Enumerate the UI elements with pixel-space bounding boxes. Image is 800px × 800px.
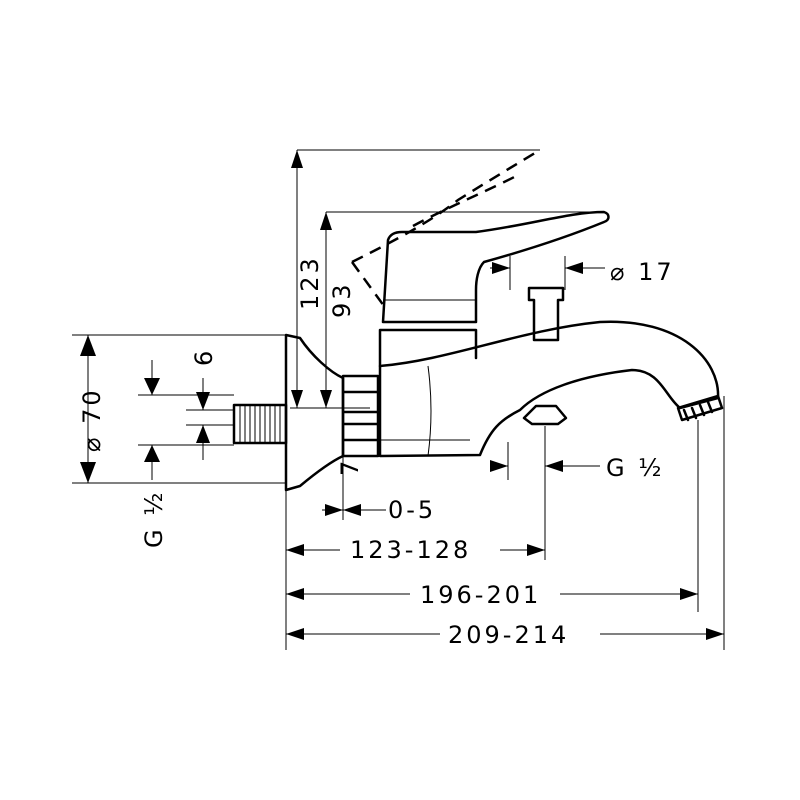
adjust-range-label: 0-5 (388, 496, 436, 524)
spout-distance-label: 196-201 (420, 581, 541, 609)
diverter-knob (527, 286, 565, 342)
thread-lines (239, 405, 281, 443)
outlet-thread-label: G ½ (606, 454, 665, 482)
faucet-body (232, 148, 724, 492)
valve-body (378, 328, 478, 368)
flange-diameter-label: ⌀ 70 (78, 387, 106, 452)
spout-outlet (676, 394, 724, 422)
inlet-thread-label: G ½ (140, 490, 168, 549)
handle-diameter-label: ⌀ 17 (610, 258, 675, 286)
hex-nut (341, 374, 380, 458)
dimension-labels: 123 93 ⌀ 17 6 ⌀ 70 G ½ 7 0-5 G ½ 123-128… (78, 255, 675, 649)
dimension-lines (72, 149, 725, 650)
handle-open-position (350, 148, 541, 307)
diverter-distance-label: 123-128 (350, 536, 471, 564)
wall-flange (284, 333, 345, 492)
height-max-label: 123 (296, 255, 324, 310)
lever-handle (381, 210, 610, 324)
thread-length-label: 6 (190, 348, 218, 366)
total-length-label: 209-214 (448, 621, 569, 649)
spout-seam (427, 365, 432, 457)
nut-width-label: 7 (336, 458, 364, 476)
height-min-label: 93 (328, 281, 356, 318)
lower-diverter (522, 404, 568, 426)
